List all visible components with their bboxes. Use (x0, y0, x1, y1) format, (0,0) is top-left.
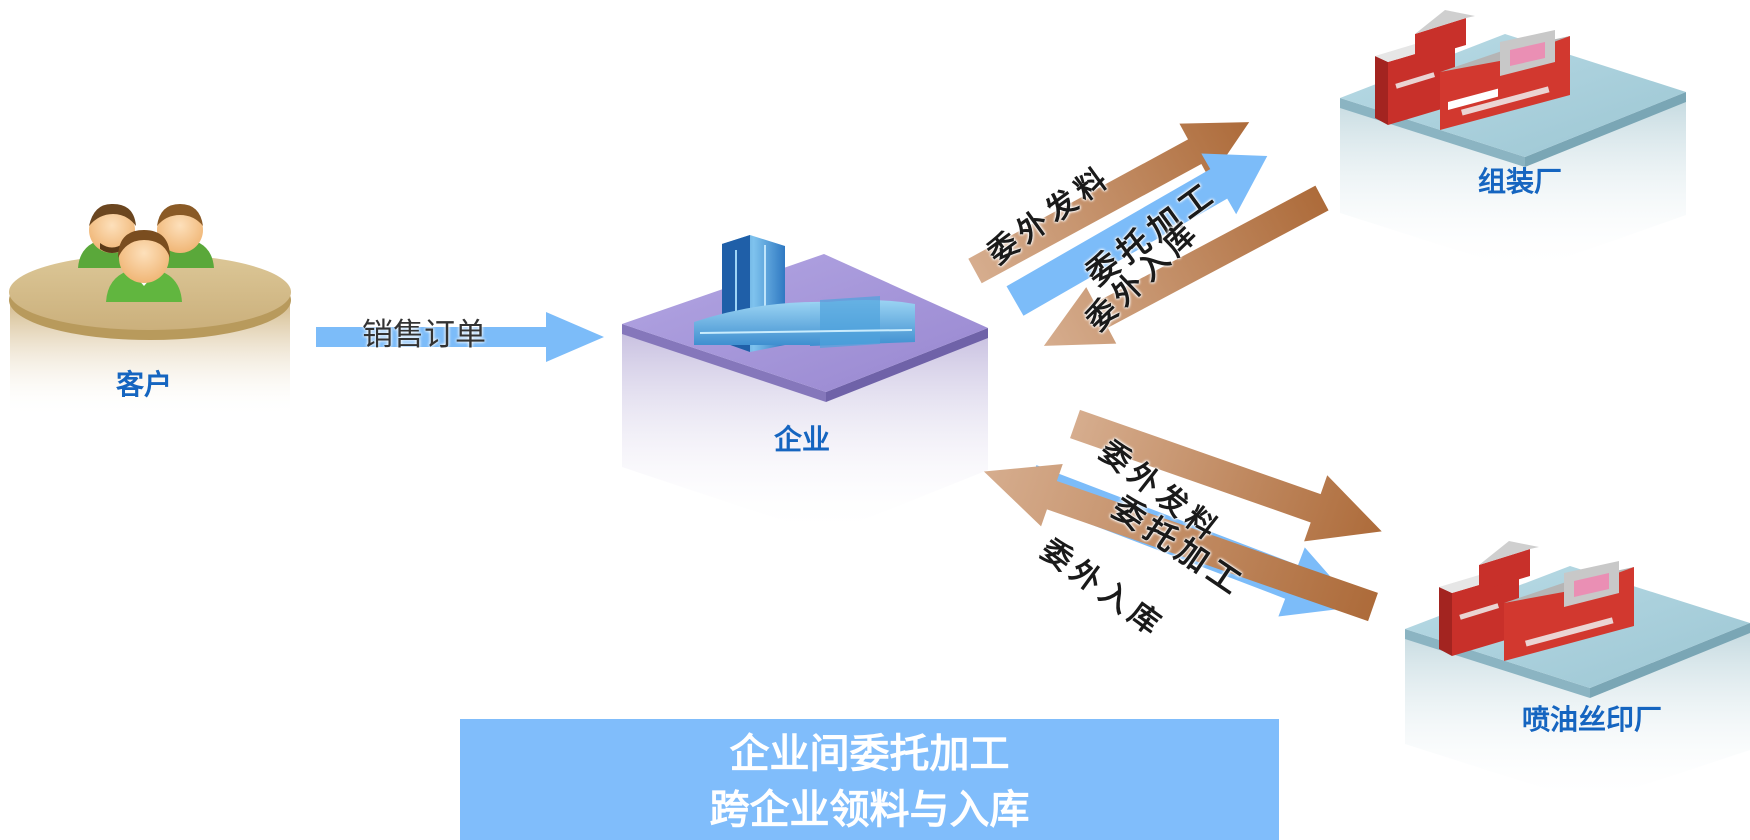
people-group-icon (78, 203, 214, 302)
assembly-issue-arrow (968, 122, 1250, 284)
summary-line-2: 跨企业领料与入库 (709, 787, 1030, 833)
customer-node (9, 203, 291, 418)
factory-icon (1439, 541, 1634, 661)
assembly-plant-label: 组装厂 (1477, 165, 1563, 198)
sales-order-label: 销售订单 (362, 317, 486, 353)
enterprise-label: 企业 (773, 423, 831, 456)
enterprise-node (622, 235, 988, 535)
spray-print-plant-label: 喷油丝印厂 (1521, 703, 1663, 736)
assembly-receipt-arrow (1043, 185, 1329, 346)
summary-line-1: 企业间委托加工 (729, 731, 1010, 777)
assembly-plant-node (1340, 10, 1686, 272)
assembly-process-arrow (1006, 153, 1268, 316)
spray-issue-arrow (1070, 409, 1382, 542)
summary-banner: 企业间委托加工 跨企业领料与入库 (460, 719, 1279, 840)
spray-receipt-arrow (983, 464, 1378, 622)
factory-icon (1375, 10, 1570, 130)
spray-print-plant-node (1405, 541, 1750, 803)
sales-order-arrow (316, 312, 604, 362)
customer-label: 客户 (115, 368, 173, 401)
office-buildings-icon (694, 235, 915, 352)
